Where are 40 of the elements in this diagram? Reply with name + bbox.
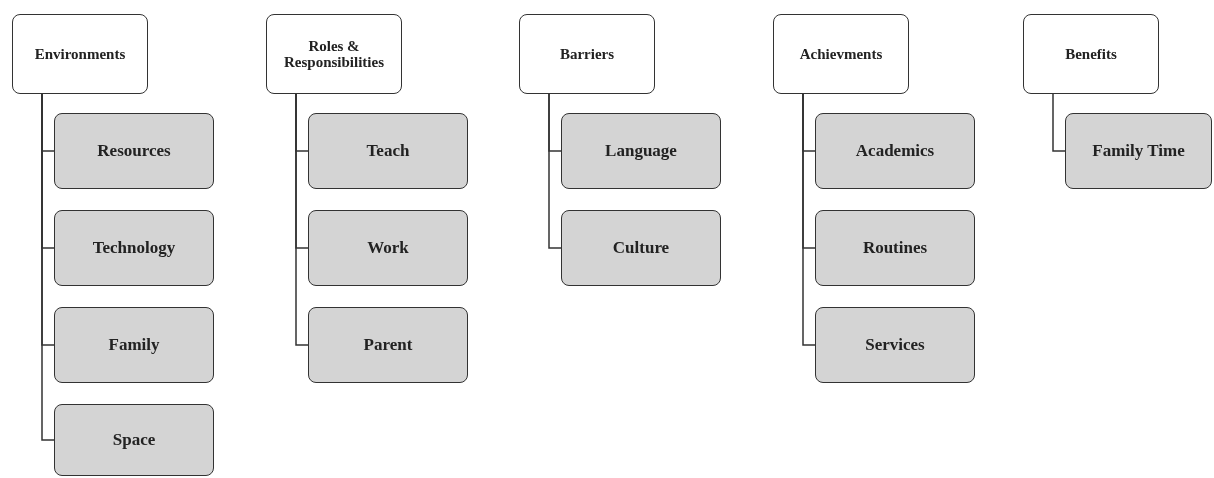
category-box xyxy=(519,14,655,94)
item-box xyxy=(815,307,975,383)
box-label: Culture xyxy=(611,239,671,257)
box-label: Routines xyxy=(861,239,929,257)
category-box xyxy=(773,14,909,94)
connector-line xyxy=(1052,93,1066,152)
item-box xyxy=(815,210,975,286)
connector-line xyxy=(295,93,309,346)
box-label: Achievments xyxy=(798,46,884,62)
item-box xyxy=(308,210,468,286)
item-box xyxy=(54,307,214,383)
box-label: Barriers xyxy=(558,46,616,62)
connector-line xyxy=(548,93,562,249)
box-label: Family xyxy=(107,336,161,354)
box-label: Resources xyxy=(96,142,172,160)
category-box xyxy=(266,14,402,94)
category-box xyxy=(12,14,148,94)
box-label: Academics xyxy=(854,142,936,160)
connector-line xyxy=(802,93,816,346)
item-box xyxy=(54,210,214,286)
box-label: Family Time xyxy=(1091,142,1186,160)
box-label: Work xyxy=(366,239,410,257)
item-box xyxy=(54,404,214,476)
box-label: Space xyxy=(111,431,157,449)
box-label: Roles & Responsibilities xyxy=(283,38,385,70)
item-box xyxy=(561,113,721,189)
item-box xyxy=(308,307,468,383)
item-box xyxy=(561,210,721,286)
item-box xyxy=(308,113,468,189)
item-box xyxy=(54,113,214,189)
box-label: Services xyxy=(864,336,926,354)
category-box xyxy=(1023,14,1159,94)
box-label: Environments xyxy=(33,46,127,62)
item-box xyxy=(1065,113,1212,189)
box-label: Benefits xyxy=(1064,46,1118,62)
item-box xyxy=(815,113,975,189)
box-label: Language xyxy=(604,142,678,160)
box-label: Parent xyxy=(362,336,414,354)
box-label: Technology xyxy=(91,239,177,257)
box-label: Teach xyxy=(365,142,411,160)
